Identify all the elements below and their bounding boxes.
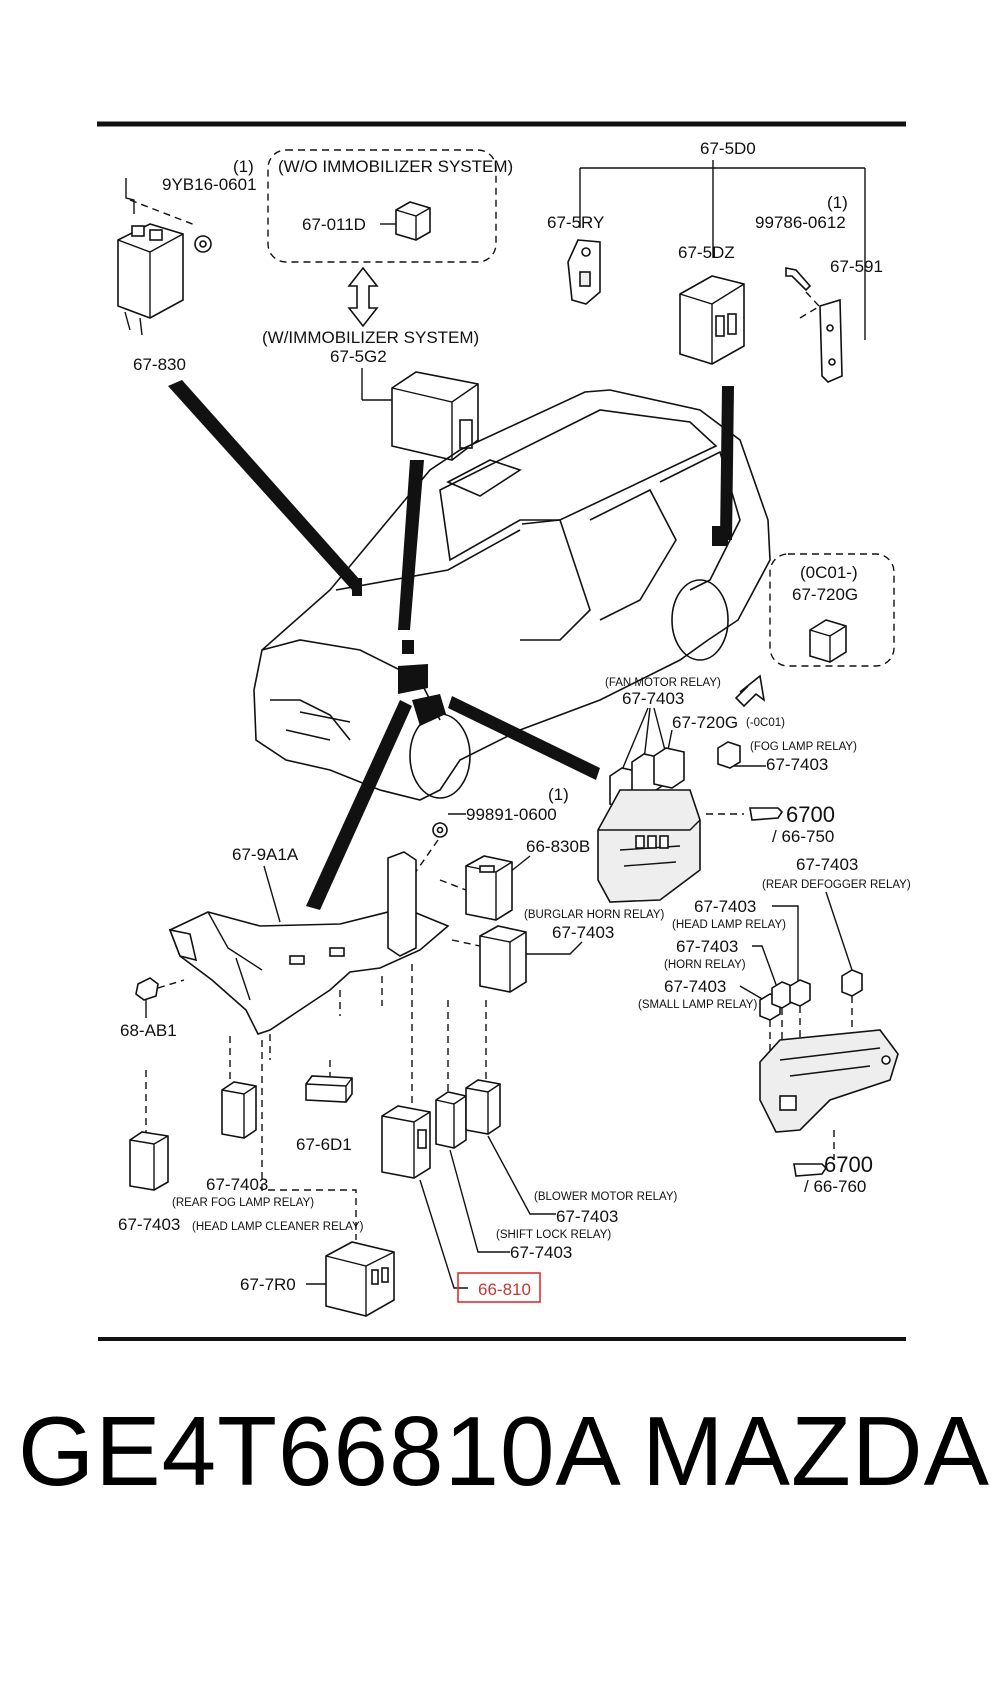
label-67-7r0: 67-7R0 [240, 1275, 296, 1294]
label-shift-relay: (SHIFT LOCK RELAY) [496, 1229, 611, 1241]
oc01-box [769, 553, 895, 667]
label-fog-relay: (FOG LAMP RELAY) [750, 741, 857, 753]
fuse-block-66-750 [597, 789, 701, 903]
label-66-830b: 66-830B [526, 837, 590, 856]
burglar-horn-relay [479, 925, 527, 993]
vehicle-outline [253, 389, 771, 801]
label-7403-burglar: 67-7403 [552, 923, 614, 942]
label-67-5d0: 67-5D0 [700, 139, 756, 158]
pointing-hand-icon-b [793, 1163, 828, 1177]
label-7403-rfog: 67-7403 [206, 1175, 268, 1194]
label-blower-relay: (BLOWER MOTOR RELAY) [534, 1191, 678, 1203]
part-67-720g-boxed [809, 619, 847, 663]
label-67-830: 67-830 [133, 355, 186, 374]
part-67-7r0 [325, 1241, 395, 1317]
label-67-9a1a: 67-9A1A [232, 845, 299, 864]
label-7403-head: 67-7403 [694, 897, 756, 916]
relay-head-lamp-cleaner [129, 1131, 169, 1191]
grommet-68-ab1 [135, 977, 185, 1001]
pointer-bracket [306, 700, 412, 910]
label-99786: 99786-0612 [755, 213, 846, 232]
label-7403-fan: 67-7403 [622, 689, 684, 708]
label-rfog-relay: (REAR FOG LAMP RELAY) [172, 1197, 314, 1209]
arrow-up-right-icon [734, 674, 766, 708]
label-67-591: 67-591 [830, 257, 883, 276]
label-7403-blower: 67-7403 [556, 1207, 618, 1226]
label-7403-fog: 67-7403 [766, 755, 828, 774]
label-7403-horn: 67-7403 [676, 937, 738, 956]
leader-66-810 [419, 1179, 468, 1289]
label-9yb16-qty: (1) [233, 157, 254, 176]
label-7403-rdef: 67-7403 [796, 855, 858, 874]
blower-motor-relay [465, 1079, 501, 1135]
parts-diagram: 9YB16-0601 (1) 67-830 (W/O IMMOBILIZER S… [97, 121, 911, 1341]
label-head-relay: (HEAD LAMP RELAY) [672, 919, 786, 931]
fog-lamp-relay [717, 741, 741, 769]
pointer-67-5g2 [398, 460, 424, 630]
part-67-830-unit [117, 178, 196, 336]
shift-lock-relay [435, 1091, 467, 1149]
double-arrow-icon [347, 266, 379, 328]
label-66-760: / 66-760 [804, 1177, 866, 1196]
label-oc01-suffix: (-0C01) [746, 717, 785, 729]
part-67-5g2 [391, 371, 479, 461]
part-66-810-relay [381, 1105, 431, 1179]
pointer-67-830 [168, 380, 360, 590]
label-hlc-relay: (HEAD LAMP CLEANER RELAY) [192, 1221, 364, 1233]
small-relays-66-760 [759, 969, 863, 1060]
label-99891: 99891-0600 [466, 805, 557, 824]
label-66-810: 66-810 [478, 1280, 531, 1299]
pointing-hand-icon-a [749, 807, 784, 821]
label-66-750: / 66-750 [772, 827, 834, 846]
brand-name: MAZDA [642, 1396, 990, 1506]
label-7403-shift: 67-7403 [510, 1243, 572, 1262]
label-67-5dz: 67-5DZ [678, 243, 735, 262]
pointer-fuse-box [448, 696, 600, 780]
part-67-6d1 [305, 1060, 353, 1103]
clip-9yb16-0601 [194, 235, 212, 253]
label-fan-relay: (FAN MOTOR RELAY) [605, 677, 721, 689]
part-66-830b-relay [465, 855, 513, 921]
part-67-5dz [679, 275, 745, 365]
label-99786-qty: (1) [827, 193, 848, 212]
label-w-immobilizer: (W/IMMOBILIZER SYSTEM) [262, 328, 479, 347]
label-67-5ry: 67-5RY [547, 213, 604, 232]
label-6700-a: 6700 [786, 802, 835, 827]
label-small-relay: (SMALL LAMP RELAY) [638, 999, 757, 1011]
label-67-6d1: 67-6D1 [296, 1135, 352, 1154]
part-67-591-bracket [799, 298, 843, 383]
label-68-ab1: 68-AB1 [120, 1021, 177, 1040]
label-67-720g: 67-720G [672, 713, 738, 732]
fuse-block-66-760 [759, 1029, 899, 1133]
relay-bracket-67-9a1a [168, 851, 450, 1060]
label-oc01: (0C01-) [800, 563, 858, 582]
part-67-5ry-key [567, 239, 601, 305]
label-6700-b: 6700 [824, 1152, 873, 1177]
wo-immobilizer-box [267, 149, 497, 263]
pointer-67-5dz [720, 386, 734, 540]
label-rdef-relay: (REAR DEFOGGER RELAY) [762, 879, 911, 891]
label-burglar-relay: (BURGLAR HORN RELAY) [524, 909, 665, 921]
label-horn-relay: (HORN RELAY) [664, 959, 746, 971]
highlight-box-66-810 [457, 1272, 541, 1303]
label-67-5g2: 67-5G2 [330, 347, 387, 366]
label-wo-immobilizer: (W/O IMMOBILIZER SYSTEM) [278, 157, 513, 176]
label-7403-hlc: 67-7403 [118, 1215, 180, 1234]
relay-rear-fog [221, 1081, 257, 1139]
label-67-720g-box: 67-720G [792, 585, 858, 604]
label-67-011d: 67-011D [302, 215, 366, 234]
label-7403-small: 67-7403 [664, 977, 726, 996]
part-number: GE4T66810A [18, 1396, 622, 1506]
part-67-011d [395, 201, 431, 241]
label-9yb16: 9YB16-0601 [162, 175, 257, 194]
label-99891-qty: (1) [548, 785, 569, 804]
